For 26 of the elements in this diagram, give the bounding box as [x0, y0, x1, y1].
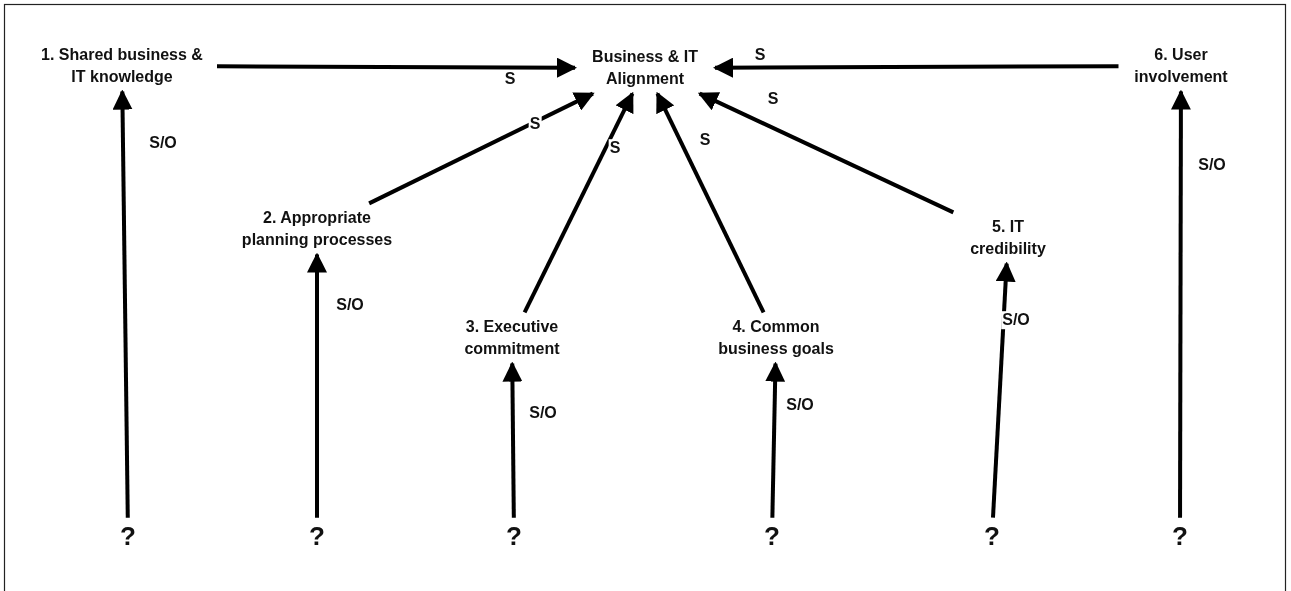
arrow [368, 91, 595, 206]
arrow [307, 252, 327, 518]
arrow [713, 57, 1119, 78]
question-mark: ? [300, 520, 334, 552]
arrow [112, 89, 133, 518]
arrow [522, 91, 635, 314]
factor-label: 5. IT credibility [953, 215, 1063, 261]
question-mark: ? [975, 520, 1009, 552]
factor-label: 2. Appropriate planning processes [227, 206, 407, 252]
arrow [502, 361, 523, 518]
arrow [991, 261, 1016, 518]
factor-label: 4. Common business goals [701, 315, 851, 361]
factor-label: 1. Shared business & IT knowledge [30, 43, 214, 89]
factor-label: 6. User involvement [1121, 43, 1241, 89]
edge-label: S/O [1001, 311, 1031, 329]
question-mark: ? [111, 520, 145, 552]
arrow [1170, 89, 1191, 518]
question-mark: ? [1163, 520, 1197, 552]
question-mark: ? [497, 520, 531, 552]
arrow [655, 91, 766, 314]
arrow [217, 57, 577, 78]
factor-label: 3. Executive commitment [445, 315, 579, 361]
arrow [765, 361, 786, 518]
factor-label: Business & IT Alignment [578, 45, 712, 91]
arrow [697, 91, 955, 215]
question-mark: ? [755, 520, 789, 552]
